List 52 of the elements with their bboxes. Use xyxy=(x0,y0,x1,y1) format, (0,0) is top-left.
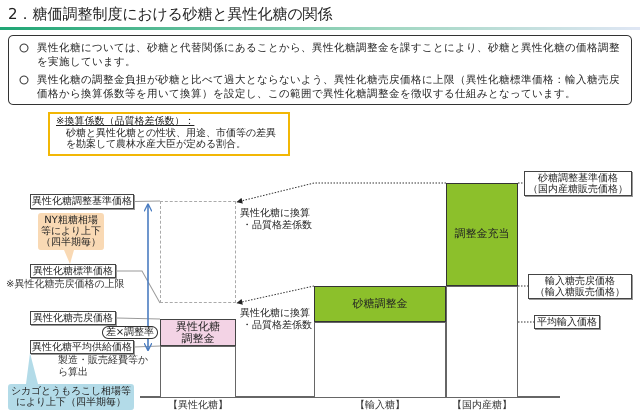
price-note: 製造・販売経費等から算出 xyxy=(58,355,149,378)
note-box xyxy=(48,112,290,156)
adjustment-block xyxy=(446,183,518,286)
price-name: 平均輸入価格 xyxy=(537,316,597,328)
block-text: 調整金充当 xyxy=(454,228,510,241)
price-name: 異性化糖平均供給価格 xyxy=(32,342,132,352)
adjustment-block xyxy=(160,319,236,346)
price-label xyxy=(524,171,632,196)
connector-line xyxy=(518,182,524,184)
price-name: 異性化糖調整基準価格 xyxy=(32,196,132,207)
callout-text: シカゴとうもろこし相場等により上下（四半期毎） xyxy=(10,386,132,408)
price-column xyxy=(160,346,236,397)
block-text: 異性化糖調整金 xyxy=(175,320,221,344)
connector-line xyxy=(134,200,160,202)
price-column xyxy=(314,322,446,397)
column-label: 【国内産糖】 xyxy=(451,400,513,412)
price-note: ※異性化糖売戻価格の上限 xyxy=(6,279,126,290)
arrow xyxy=(236,286,314,305)
connector-line xyxy=(116,270,160,304)
price-label xyxy=(534,315,600,329)
price-name: 異性化糖売戻価格 xyxy=(33,312,113,324)
price-note: （輸入糖販売価格） xyxy=(535,286,625,298)
price-name: 輸入糖売戻価格 xyxy=(545,276,615,286)
arrow xyxy=(236,182,446,204)
column-label: 【異性化糖】 xyxy=(167,400,229,412)
price-column xyxy=(446,286,518,397)
note-text: 異性化糖に換算 xyxy=(240,208,311,220)
arrow xyxy=(143,203,153,352)
price-name: 異性化糖標準価格 xyxy=(33,266,113,276)
adjustment-block xyxy=(314,286,446,322)
price-label xyxy=(30,311,116,325)
note-text: 砂糖と異性化糖との性状、用途、市価等の差異を勘案して農林水産大臣が定める割合。 xyxy=(65,128,277,150)
price-label xyxy=(30,264,116,278)
note-text: ・品質格差係数 xyxy=(242,220,313,232)
callout-text: NY粗糖相場等により上下（四半期毎） xyxy=(40,215,102,248)
edge-label: 差×調整率 xyxy=(102,326,158,339)
column-label: 【輸入糖】 xyxy=(354,400,406,412)
summary-panel xyxy=(8,35,632,105)
page-title: 2．糖価調整制度における砂糖と異性化糖の関係 xyxy=(8,5,333,24)
note-text: ・品質格差係数 xyxy=(242,320,313,332)
price-range-box xyxy=(160,201,236,303)
bullet-text: 異性化糖については、砂糖と代替関係にあることから、異性化糖調整金を課すことにより、砂糖と異性化糖の価格調整を実施しています。 xyxy=(37,41,621,69)
callout-bubble xyxy=(38,213,104,264)
note-text: 異性化糖に換算 xyxy=(240,308,311,320)
block-text: 砂糖調整金 xyxy=(352,298,408,310)
price-note: （国内産糖販売価格） xyxy=(528,184,628,194)
bullet-text: 異性化糖の調整金負担が砂糖と比べて過大とならないよう、異性化糖売戻価格に上限（異性化糖標準価格：輸入糖売戻価格から換算係数等を用いて換算）を設定し、この範囲で異性化糖調整金を徴収する仕組みとなっています。 xyxy=(37,73,621,101)
connector-line xyxy=(116,318,160,320)
price-name: 砂糖調整基準価格 xyxy=(538,172,618,184)
note-heading: ※換算係数（品質格差係数）： xyxy=(56,116,196,128)
price-label xyxy=(528,274,632,299)
connector-line xyxy=(134,346,160,348)
